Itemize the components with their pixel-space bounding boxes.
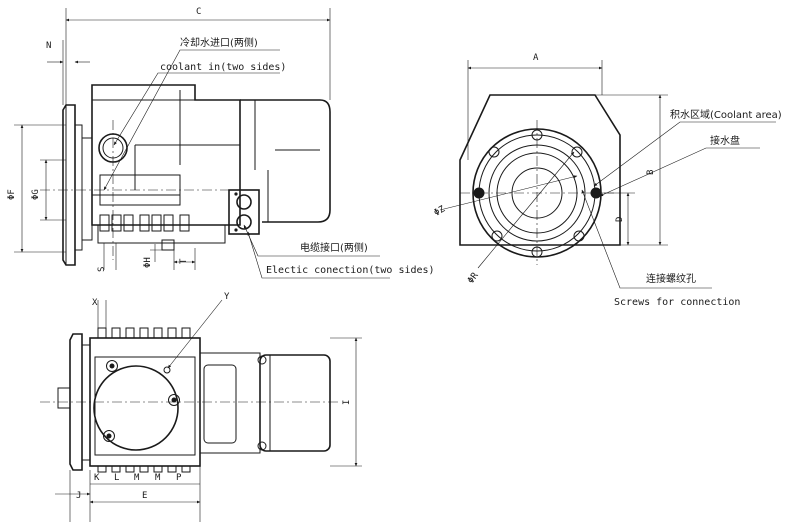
drip-tray-label: 接水盘 xyxy=(710,134,740,147)
dim-y-label: Y xyxy=(224,292,230,302)
dim-m2-label: M xyxy=(155,473,161,483)
dim-p-label: P xyxy=(176,473,182,483)
dim-t-label: T xyxy=(179,258,189,264)
top-view: I X Y J K L M M P E xyxy=(40,292,362,522)
dim-d-label: D xyxy=(615,217,625,222)
dim-e-label: E xyxy=(142,491,147,501)
coolant-in-en: coolant in(two sides) xyxy=(160,62,286,73)
dim-r-label: ΦR xyxy=(466,271,481,286)
dim-c-label: C xyxy=(196,7,201,17)
dim-x-label: X xyxy=(92,298,98,308)
dim-b-label: B xyxy=(646,170,656,175)
cable-en: Electic conection(two sides) xyxy=(266,265,435,276)
dim-k-label: K xyxy=(94,473,100,483)
dim-a-label: A xyxy=(533,53,539,63)
cable-cn: 电缆接口(两侧) xyxy=(300,241,368,254)
side-view: C N ΦF ΦG S ΦH T 冷却水进口(两侧) coolant in(tw… xyxy=(7,7,435,279)
coolant-in-cn: 冷却水进口(两侧) xyxy=(180,36,258,49)
front-view: A B D ΦZ ΦR 积水区域(Coolant area) 接水盘 连接螺纹孔… xyxy=(433,53,782,308)
screws-cn-label: 连接螺纹孔 xyxy=(646,272,696,285)
dim-j-label: J xyxy=(76,491,81,501)
dim-f-label: ΦF xyxy=(7,189,17,200)
dim-z-label: ΦZ xyxy=(433,204,448,218)
screws-en-label: Screws for connection xyxy=(614,297,740,308)
dim-n-label: N xyxy=(46,41,51,51)
coolant-area-label: 积水区域(Coolant area) xyxy=(670,108,782,121)
dim-m1-label: M xyxy=(134,473,140,483)
dim-h-label: ΦH xyxy=(143,257,153,268)
dim-s-label: S xyxy=(97,267,107,272)
dim-i-label: I xyxy=(342,400,352,405)
dim-l-label: L xyxy=(114,473,119,483)
dim-g-label: ΦG xyxy=(31,189,41,200)
